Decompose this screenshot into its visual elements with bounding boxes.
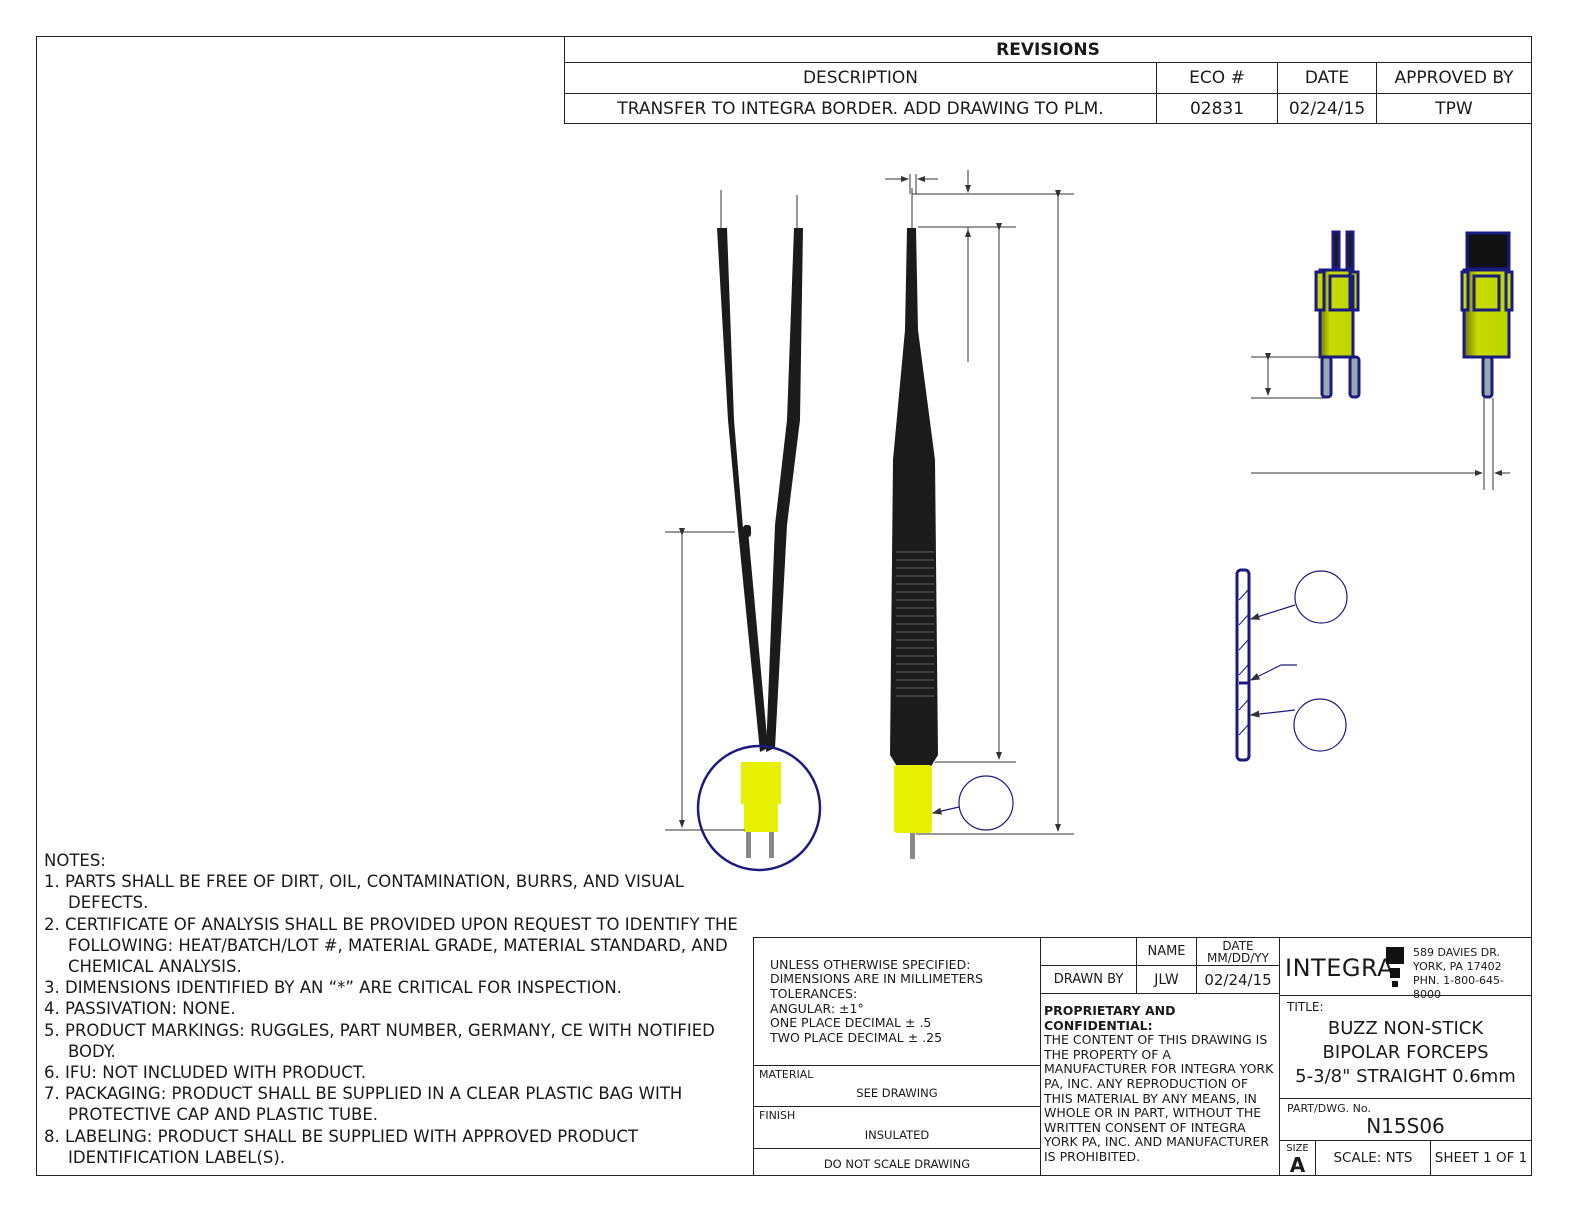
title-box: TITLE: BUZZ NON-STICK BIPOLAR FORCEPS 5-… xyxy=(1279,995,1532,1099)
logo-square-icon xyxy=(1392,981,1398,987)
date-header: DATE MM/DD/YY xyxy=(1196,937,1280,966)
note-item: 4. PASSIVATION: NONE. xyxy=(44,999,236,1019)
note-item: 2. CERTIFICATE OF ANALYSIS SHALL BE PROV… xyxy=(44,914,738,977)
address-line: PHN. 1-800-645-8000 xyxy=(1413,974,1505,1001)
note-item: 5. PRODUCT MARKINGS: RUGGLES, PART NUMBE… xyxy=(44,1020,715,1061)
connector-front-view xyxy=(1314,230,1361,399)
finish-label: FINISH xyxy=(759,1109,796,1122)
drawing-title-line: BIPOLAR FORCEPS xyxy=(1322,1042,1489,1063)
logo-square-icon xyxy=(1386,947,1404,964)
do-not-scale-note: DO NOT SCALE DRAWING xyxy=(753,1148,1041,1176)
title-label: TITLE: xyxy=(1287,1000,1324,1014)
drawn-by-date: 02/24/15 xyxy=(1196,965,1280,994)
tolerance-line: UNLESS OTHERWISE SPECIFIED: xyxy=(770,956,971,972)
company-address: 589 DAVIES DR. YORK, PA 17402 PHN. 1-800… xyxy=(1413,946,1531,1002)
connector-side-view xyxy=(1460,231,1514,399)
drawing-title-line: 5-3/8" STRAIGHT 0.6mm xyxy=(1295,1066,1516,1087)
part-label: PART/DWG. No. xyxy=(1287,1102,1371,1115)
sheet-value: SHEET 1 OF 1 xyxy=(1430,1140,1532,1176)
size-value: A xyxy=(1289,1152,1306,1177)
note-item: 3. DIMENSIONS IDENTIFIED BY AN “*” ARE C… xyxy=(44,978,622,998)
forceps-side-view xyxy=(890,188,1014,859)
tolerance-line: TOLERANCES: xyxy=(770,985,858,1001)
tolerance-line: ONE PLACE DECIMAL ± .5 xyxy=(770,1015,932,1031)
address-line: 589 DAVIES DR. xyxy=(1413,946,1501,959)
address-line: YORK, PA 17402 xyxy=(1413,960,1502,973)
note-item: 6. IFU: NOT INCLUDED WITH PRODUCT. xyxy=(44,1063,367,1083)
company-logo-box: INTEGRA 589 DAVIES DR. YORK, PA 17402 PH… xyxy=(1279,937,1532,1001)
tolerance-line: ANGULAR: ±1° xyxy=(770,1000,864,1016)
revision-approved: TPW xyxy=(1376,93,1532,124)
part-number-box: PART/DWG. No. N15S06 xyxy=(1279,1098,1532,1141)
tolerances-box: UNLESS OTHERWISE SPECIFIED: DIMENSIONS A… xyxy=(753,937,1041,1066)
note-item: 1. PARTS SHALL BE FREE OF DIRT, OIL, CON… xyxy=(44,872,684,913)
size-label: SIZE xyxy=(1286,1142,1309,1154)
detail-callout-circle xyxy=(696,744,822,872)
note-item: 7. PACKAGING: PRODUCT SHALL BE SUPPLIED … xyxy=(44,1084,683,1125)
tolerance-line: DIMENSIONS ARE IN MILLIMETERS xyxy=(770,971,984,987)
drawing-title-line: BUZZ NON-STICK xyxy=(1327,1018,1484,1039)
section-view xyxy=(1235,568,1348,762)
proprietary-heading: PROPRIETARY AND CONFIDENTIAL: xyxy=(1044,1003,1176,1033)
logo-square-icon xyxy=(1390,968,1400,978)
proprietary-box: PROPRIETARY AND CONFIDENTIAL: THE CONTEN… xyxy=(1040,993,1280,1176)
material-box: MATERIAL SEE DRAWING xyxy=(753,1065,1041,1107)
scale-value: SCALE: NTS xyxy=(1315,1140,1431,1176)
blank-header-cell xyxy=(1040,937,1137,966)
forceps-front-view xyxy=(696,190,822,872)
finish-box: FINISH INSULATED xyxy=(753,1106,1041,1149)
size-box: SIZE A xyxy=(1279,1140,1316,1176)
notes-section: NOTES: 1. PARTS SHALL BE FREE OF DIRT, O… xyxy=(44,850,744,1168)
material-value: SEE DRAWING xyxy=(856,1086,938,1100)
notes-heading: NOTES: xyxy=(44,851,106,870)
part-number: N15S06 xyxy=(1366,1113,1445,1138)
material-label: MATERIAL xyxy=(759,1068,814,1081)
note-item: 8. LABELING: PRODUCT SHALL BE SUPPLIED W… xyxy=(44,1126,638,1167)
drawn-by-label: DRAWN BY xyxy=(1040,965,1137,994)
finish-value: INSULATED xyxy=(864,1127,930,1142)
tolerance-line: TWO PLACE DECIMAL ± .25 xyxy=(770,1029,943,1045)
proprietary-text: THE CONTENT OF THIS DRAWING IS THE PROPE… xyxy=(1044,1032,1274,1164)
name-header: NAME xyxy=(1136,937,1197,966)
company-logo: INTEGRA xyxy=(1285,954,1395,982)
drawn-by-name: JLW xyxy=(1136,965,1197,994)
